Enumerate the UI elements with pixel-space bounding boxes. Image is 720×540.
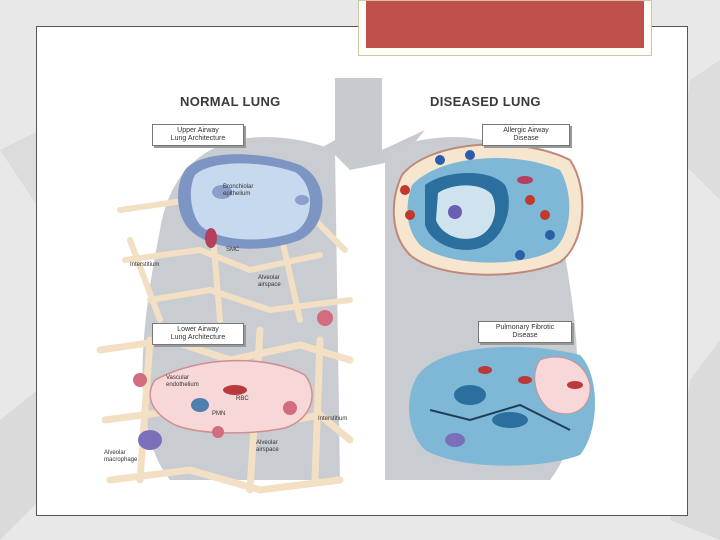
- pmn-label: PMN: [212, 411, 226, 417]
- upper-airway-callout: Upper Airway Lung Architecture: [152, 124, 244, 146]
- alveolar-lower-label: Alveolar airspace: [256, 440, 279, 453]
- allergic-airway-cross-section: [392, 143, 584, 276]
- interstitium-mesh-upper: [117, 196, 353, 323]
- smc-label: SMC: [226, 247, 240, 253]
- alveolar-upper-label: Alveolar airspace: [258, 275, 281, 288]
- lower-airway-callout: Lower Airway Lung Architecture: [152, 323, 244, 345]
- alveolar-macrophage-label: Alveolar macrophage: [104, 450, 138, 463]
- normal-lung-heading: NORMAL LUNG: [180, 94, 281, 109]
- bronchiolar-label: Bronchiolar epithelium: [223, 184, 254, 197]
- interstitium-upper-label: Interstitium: [130, 262, 160, 268]
- diseased-lung-heading: DISEASED LUNG: [430, 94, 541, 109]
- rbc-label: RBC: [236, 396, 249, 402]
- fibrotic-tissue: [408, 346, 595, 466]
- bronchiole-cross-section: [178, 154, 323, 249]
- fibrotic-disease-callout: Pulmonary Fibrotic Disease: [478, 321, 572, 343]
- title-accent-box: [358, 0, 652, 56]
- title-accent-fill: [366, 1, 644, 48]
- allergic-airway-callout: Allergic Airway Disease: [482, 124, 570, 146]
- vascular-endothelium-label: Vascular endothelium: [166, 375, 199, 388]
- lung-diagram: [96, 78, 595, 494]
- capillary: [133, 310, 333, 450]
- interstitium-lower-label: Interstitium: [318, 416, 348, 422]
